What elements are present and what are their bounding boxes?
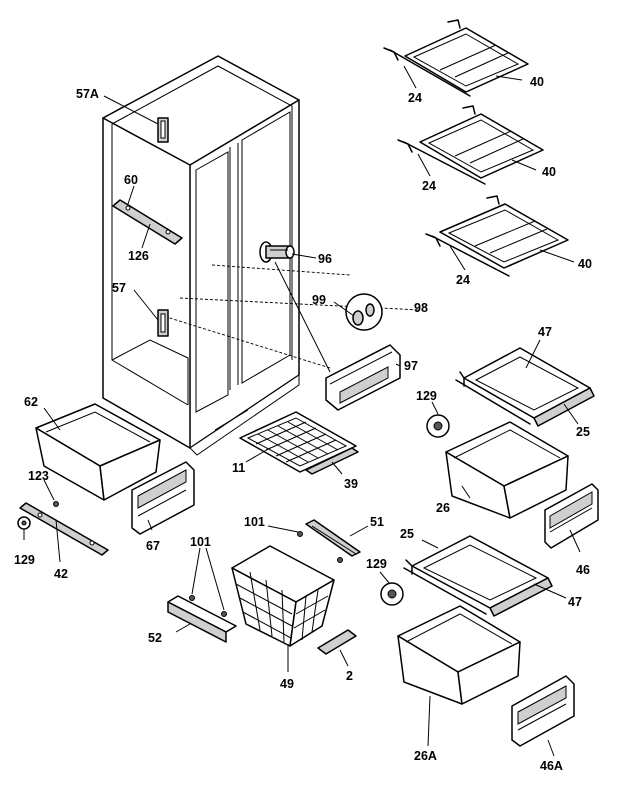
callout-labels: 24 40 24 40 24 40 57A 60 126 96 57 99 98… [14,75,592,773]
grommet-129-left [17,516,31,530]
callout-101-upper: 101 [244,515,265,529]
grommet-129-lower [380,582,404,606]
callout-26a: 26A [414,749,437,763]
callout-24-upper: 24 [408,91,422,105]
callout-40-middle: 40 [542,165,556,179]
bracket-99 [345,293,383,331]
callout-24-lower: 24 [456,273,470,287]
pan-62 [35,403,161,501]
screw-101-lower [189,595,227,617]
glass-shelf-lower [425,195,569,277]
screw-101-upper [297,531,343,563]
crisper-pan-26 [445,421,569,519]
callout-52: 52 [148,631,162,645]
callout-96: 96 [318,252,332,266]
callout-60: 60 [124,173,138,187]
callout-25-upper: 25 [576,425,590,439]
crisper-cover-lower [403,535,553,617]
glass-shelf-upper [383,19,529,97]
callout-24-middle: 24 [422,179,436,193]
roller-96 [259,241,331,373]
rail-42 [19,502,109,556]
callout-46a: 46A [540,759,563,773]
callout-67: 67 [146,539,160,553]
cover-97 [325,344,401,411]
refrigerator-cabinet [102,55,421,456]
callout-40-upper: 40 [530,75,544,89]
callout-129-upper: 129 [416,389,437,403]
callout-2: 2 [346,669,353,683]
callout-47-upper: 47 [538,325,552,339]
crisper-cover-upper [455,347,595,427]
callout-57a: 57A [76,87,99,101]
drawer-front-67 [131,461,195,535]
grommet-129-upper [426,414,450,438]
callout-57: 57 [112,281,126,295]
rail-39 [305,447,359,475]
callout-126: 126 [128,249,149,263]
callout-101-lower: 101 [190,535,211,549]
callout-49: 49 [280,677,294,691]
wire-basket-49 [231,545,335,647]
crisper-pan-26a [397,605,521,705]
callout-46: 46 [576,563,590,577]
rail-51 [305,519,361,557]
stop-2 [317,629,357,655]
callout-42: 42 [54,567,68,581]
callout-97: 97 [404,359,418,373]
rail-52 [167,595,237,643]
wire-shelf-11 [239,411,357,473]
callout-39: 39 [344,477,358,491]
callout-99: 99 [312,293,326,307]
screw-123 [53,501,59,507]
drawer-front-46a [511,675,575,747]
shelf-support-57a [157,117,169,143]
callout-123: 123 [28,469,49,483]
callout-98: 98 [414,301,428,315]
callout-11: 11 [232,461,245,475]
callout-47-lower: 47 [568,595,582,609]
callout-40-lower: 40 [578,257,592,271]
rail-126 [112,199,183,245]
shelf-support-57 [157,309,169,337]
callout-62: 62 [24,395,38,409]
leader-lines [23,65,581,757]
callout-51: 51 [370,515,384,529]
callout-26: 26 [436,501,450,515]
callout-129-lower: 129 [366,557,387,571]
callout-129-left: 129 [14,553,35,567]
glass-shelf-middle [397,105,544,185]
drawer-front-46 [544,483,599,549]
callout-25-lower: 25 [400,527,414,541]
